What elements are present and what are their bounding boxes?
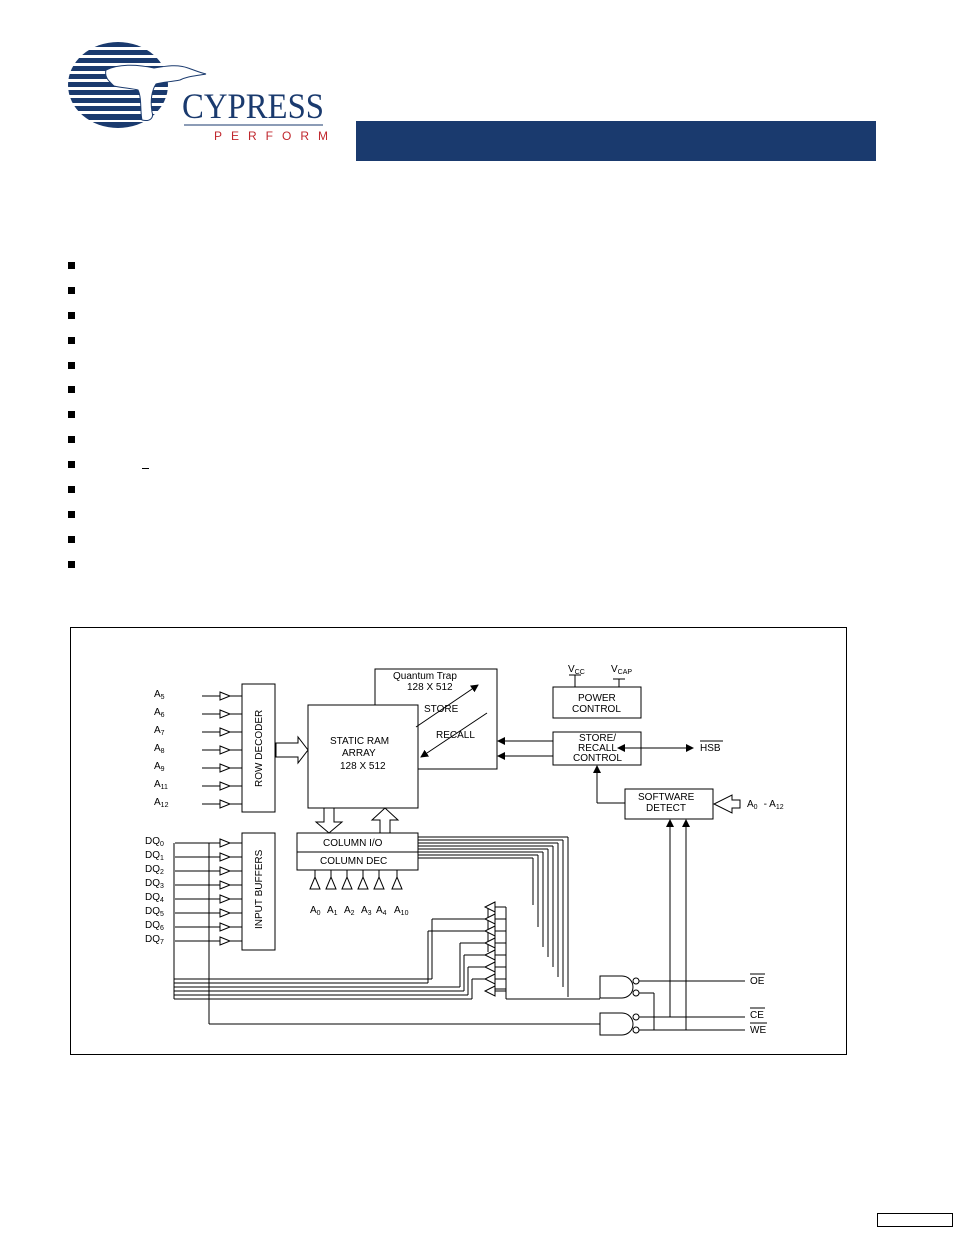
column-address-label: A3 — [361, 905, 372, 917]
bullet-icon — [68, 311, 75, 319]
row-decoder-label: ROW DECODER — [254, 710, 265, 787]
store-recall-label-1: STORE/ — [579, 733, 616, 744]
bullet-icon — [68, 461, 75, 469]
column-io-label: COLUMN I/O — [323, 838, 383, 849]
row-address-inputs — [202, 691, 242, 809]
bullet-icon — [68, 361, 75, 369]
power-control-label-2: CONTROL — [572, 704, 621, 715]
feature-item — [68, 452, 75, 477]
power-control-label-1: POWER — [578, 693, 616, 704]
bullet-icon — [68, 510, 75, 518]
column-address-inputs — [309, 870, 403, 890]
ce-label: CE — [750, 1010, 764, 1021]
data-bus-wiring — [418, 836, 569, 997]
row-address-label: A5 — [154, 689, 165, 701]
quantum-trap-size: 128 X 512 — [407, 682, 453, 693]
feature-item — [68, 502, 75, 527]
bullet-icon — [68, 261, 75, 269]
dq-label: DQ4 — [145, 892, 164, 904]
quantum-trap-title: Quantum Trap — [393, 671, 457, 682]
input-buffers-block — [241, 832, 276, 951]
feature-item — [68, 328, 75, 353]
bullet-icon — [68, 286, 75, 294]
block-diagram-frame — [70, 627, 847, 1055]
power-control-block — [552, 686, 642, 719]
store-recall-label-2: RECALL — [578, 743, 617, 754]
bullet-icon — [68, 411, 75, 419]
bullet-icon — [68, 560, 75, 568]
feature-item — [68, 552, 75, 577]
control-gates — [580, 975, 745, 1036]
feature-item — [68, 278, 75, 303]
feature-item — [68, 427, 75, 452]
row-address-label: A12 — [154, 797, 169, 809]
dq-input-lines — [175, 838, 600, 1025]
dq-label: DQ5 — [145, 906, 164, 918]
globe-icon — [68, 42, 168, 128]
tree-icon — [105, 64, 207, 121]
bullet-icon — [68, 336, 75, 344]
row-address-label: A7 — [154, 725, 165, 737]
sram-label-2: ARRAY — [342, 748, 376, 759]
bullet-icon — [68, 535, 75, 543]
brand-name: CYPRESS — [182, 86, 324, 126]
feature-item — [68, 253, 75, 278]
sram-label-1: STATIC RAM — [330, 736, 389, 747]
row-address-label: A6 — [154, 707, 165, 719]
block-diagram: Quantum Trap 128 X 512 STORE RECALL STAT… — [145, 664, 784, 1036]
we-label: WE — [750, 1025, 766, 1036]
feature-item — [68, 477, 75, 502]
hsb-label: HSB — [700, 743, 721, 754]
page-number-box — [877, 1213, 953, 1227]
row-address-label: A9 — [154, 761, 165, 773]
column-dec-label: COLUMN DEC — [320, 856, 387, 867]
feature-item — [68, 527, 75, 552]
row-address-label: A8 — [154, 743, 165, 755]
bullet-icon — [68, 386, 75, 394]
column-address-label: A1 — [327, 905, 338, 917]
feature-item — [68, 402, 75, 427]
cypress-logo: CYPRESS PERFORM — [68, 42, 328, 143]
input-buffers-label: INPUT BUFFERS — [254, 849, 265, 929]
store-label: STORE — [424, 704, 459, 715]
store-recall-label-3: CONTROL — [573, 753, 622, 764]
vcc-label: VCC — [568, 664, 585, 676]
software-detect-label-1: SOFTWARE — [638, 792, 695, 803]
column-address-label: A2 — [344, 905, 355, 917]
feature-item — [68, 353, 75, 378]
dq-label: DQ0 — [145, 836, 164, 848]
feature-item — [68, 303, 75, 328]
dq-label: DQ2 — [145, 864, 164, 876]
overline-mark — [142, 468, 149, 469]
dq-label: DQ7 — [145, 934, 164, 946]
dq-label: DQ6 — [145, 920, 164, 932]
column-address-label: A10 — [394, 905, 409, 917]
sram-label-3: 128 X 512 — [340, 761, 386, 772]
oe-label: OE — [750, 976, 765, 987]
sw-address-label: A0- A12 — [747, 799, 784, 811]
feature-item — [68, 377, 75, 402]
recall-label: RECALL — [436, 730, 475, 741]
vcap-label: VCAP — [611, 664, 632, 676]
feature-list — [68, 253, 75, 577]
output-buffers — [173, 843, 600, 1000]
row-address-label: A11 — [154, 779, 168, 791]
title-bar — [356, 121, 876, 161]
sram-array-block — [307, 704, 419, 809]
bullet-icon — [68, 436, 75, 444]
dq-label: DQ3 — [145, 878, 164, 890]
dq-label: DQ1 — [145, 850, 164, 862]
column-dec-block — [296, 851, 419, 871]
brand-tagline: PERFORM — [214, 129, 328, 143]
row-decoder-block — [241, 683, 276, 813]
column-address-label: A0 — [310, 905, 321, 917]
software-detect-label-2: DETECT — [646, 803, 686, 814]
column-address-label: A4 — [376, 905, 387, 917]
bullet-icon — [68, 485, 75, 493]
